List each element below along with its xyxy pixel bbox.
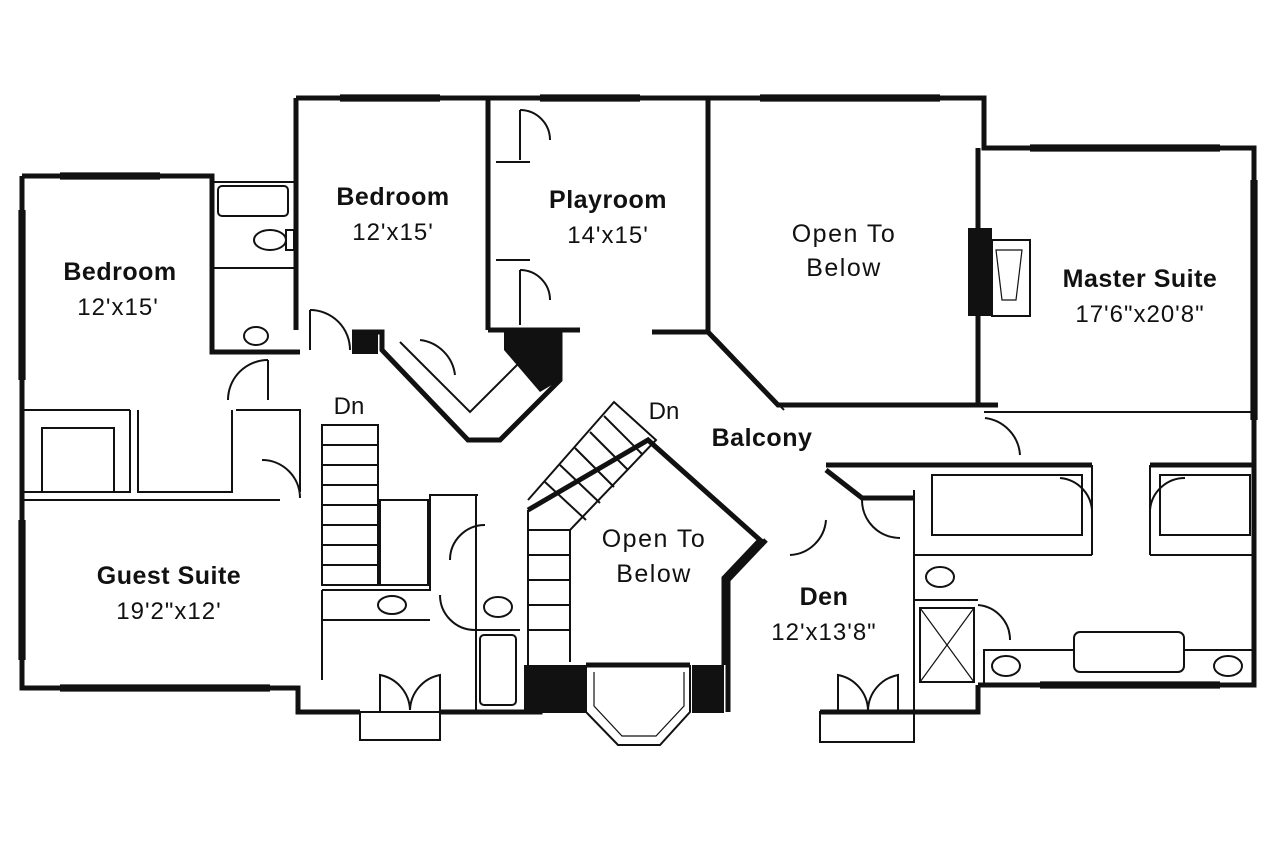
open-top-line1: Open To — [792, 220, 897, 248]
open-center-line2: Below — [616, 560, 692, 588]
doors — [227, 109, 1186, 712]
stair-center-dn-label: Dn — [649, 398, 680, 425]
front-porches — [359, 711, 915, 743]
balcony-label: Balcony — [712, 424, 813, 452]
bedroom-center-name: Bedroom — [336, 183, 449, 211]
room-label-open-top: Open To Below — [792, 220, 897, 282]
open-center-line1: Open To — [602, 525, 707, 553]
open-top-line2: Below — [806, 254, 882, 282]
room-label-open-center: Open To Below — [602, 525, 707, 588]
room-label-bedroom-left: Bedroom 12'x15' — [63, 258, 176, 321]
room-label-playroom: Playroom 14'x15' — [549, 186, 667, 249]
guest-dim: 19'2"x12' — [116, 598, 221, 625]
bedroom-left-dim: 12'x15' — [77, 294, 159, 321]
stair-left-dn-label: Dn — [334, 393, 365, 420]
playroom-name: Playroom — [549, 186, 667, 214]
stair-center — [527, 400, 658, 665]
bedroom-center-dim: 12'x15' — [352, 219, 434, 246]
stair-left — [321, 424, 429, 586]
guest-name: Guest Suite — [97, 562, 241, 590]
window-marks — [18, 94, 1258, 692]
master-name: Master Suite — [1063, 265, 1218, 293]
den-dim: 12'x13'8" — [771, 619, 876, 646]
room-label-master: Master Suite 17'6"x20'8" — [1063, 265, 1218, 328]
master-dim: 17'6"x20'8" — [1075, 301, 1204, 328]
playroom-dim: 14'x15' — [567, 222, 649, 249]
bath-fixtures — [217, 185, 1243, 706]
bedroom-left-name: Bedroom — [63, 258, 176, 286]
room-label-den: Den 12'x13'8" — [771, 583, 876, 646]
room-label-guest: Guest Suite 19'2"x12' — [97, 562, 241, 625]
room-label-bedroom-center: Bedroom 12'x15' — [336, 183, 449, 246]
den-name: Den — [800, 583, 849, 611]
